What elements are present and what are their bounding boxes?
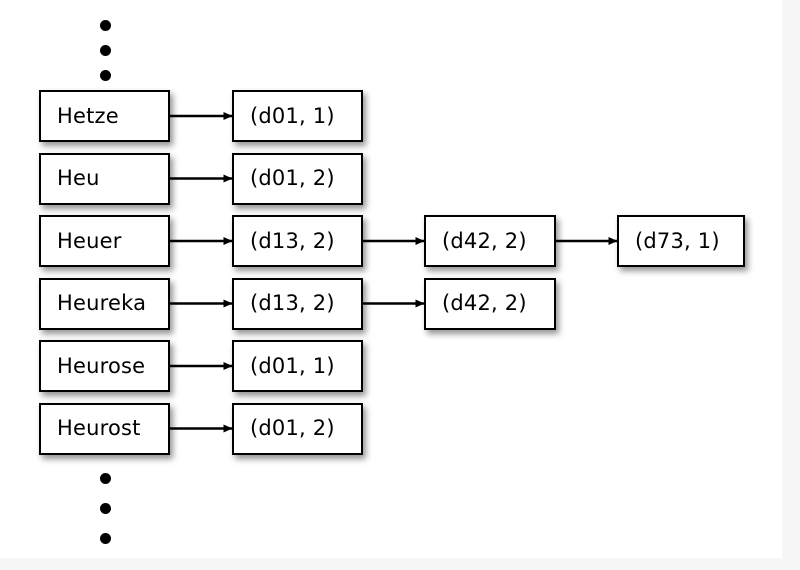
node-term-hetze[interactable]: Hetze: [39, 90, 170, 142]
node-label: (d73, 1): [635, 228, 720, 253]
node-p1-r2[interactable]: (d13, 2): [232, 215, 363, 267]
node-p1-r1[interactable]: (d01, 2): [232, 152, 363, 205]
node-term-heurost[interactable]: Heurost: [39, 402, 170, 455]
vertical-ellipsis-above-dot: [100, 45, 111, 56]
node-label: (d13, 2): [250, 291, 335, 315]
node-label: Heurose: [57, 353, 146, 378]
node-label: Heu: [57, 166, 100, 190]
node-label: (d01, 2): [250, 166, 335, 190]
node-p3-r2[interactable]: (d73, 1): [617, 215, 745, 267]
node-p1-r3[interactable]: (d13, 2): [232, 277, 363, 330]
node-label: Hetze: [57, 103, 119, 128]
node-label: (d13, 2): [250, 228, 335, 253]
node-term-heureka[interactable]: Heureka: [39, 277, 170, 330]
vertical-ellipsis-below-dot: [100, 473, 111, 484]
vertical-ellipsis-above-dot: [100, 20, 111, 31]
edge-layer: [170, 112, 618, 433]
node-p2-r2[interactable]: (d42, 2): [424, 215, 556, 267]
node-p1-r5[interactable]: (d01, 2): [232, 402, 363, 455]
node-label: Heureka: [57, 291, 147, 315]
node-label: (d01, 1): [250, 353, 335, 378]
node-label: (d42, 2): [442, 291, 527, 315]
node-p1-r0[interactable]: (d01, 1): [232, 90, 363, 142]
node-term-heurose[interactable]: Heurose: [39, 340, 170, 392]
node-label: (d01, 1): [250, 103, 335, 128]
node-label: Heurost: [57, 416, 141, 440]
node-p1-r4[interactable]: (d01, 1): [232, 340, 363, 392]
node-label: (d01, 2): [250, 416, 335, 440]
node-term-heu[interactable]: Heu: [39, 152, 170, 205]
node-term-heuer[interactable]: Heuer: [39, 215, 170, 267]
vertical-ellipsis-below-dot: [100, 503, 111, 514]
edge-group: [170, 112, 618, 433]
node-label: (d42, 2): [442, 228, 527, 253]
node-label: Heuer: [57, 228, 122, 253]
node-p2-r3[interactable]: (d42, 2): [424, 277, 556, 330]
vertical-ellipsis-above-dot: [100, 70, 111, 81]
vertical-ellipsis-below-dot: [100, 533, 111, 544]
